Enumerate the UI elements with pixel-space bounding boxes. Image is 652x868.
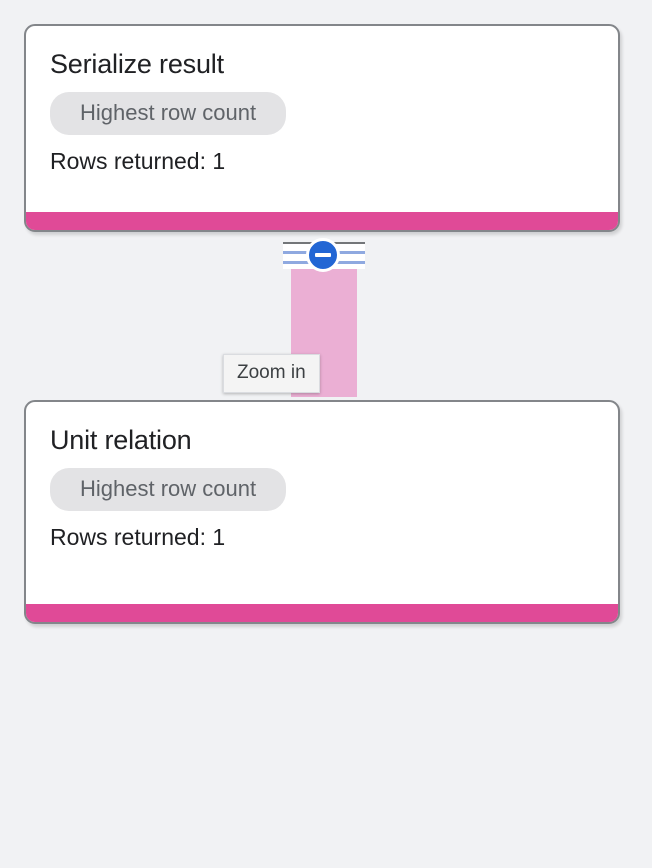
status-badge: Highest row count	[50, 92, 287, 135]
node-body: Serialize result Highest row count Rows …	[26, 26, 618, 175]
status-badge: Highest row count	[50, 468, 287, 511]
node-title: Serialize result	[50, 49, 224, 79]
rows-returned-stat: Rows returned: 1	[50, 524, 226, 550]
rows-returned-stat: Rows returned: 1	[50, 148, 226, 174]
node-accent-bar	[26, 212, 618, 230]
node-title: Unit relation	[50, 425, 192, 455]
minus-glyph	[315, 253, 331, 257]
node-card-unit-relation[interactable]: Unit relation Highest row count Rows ret…	[24, 400, 620, 624]
minus-circle-icon[interactable]	[306, 238, 340, 272]
node-body: Unit relation Highest row count Rows ret…	[26, 402, 618, 551]
node-card-serialize-result[interactable]: Serialize result Highest row count Rows …	[24, 24, 620, 232]
node-accent-bar	[26, 604, 618, 622]
zoom-in-tooltip: Zoom in	[223, 354, 320, 393]
